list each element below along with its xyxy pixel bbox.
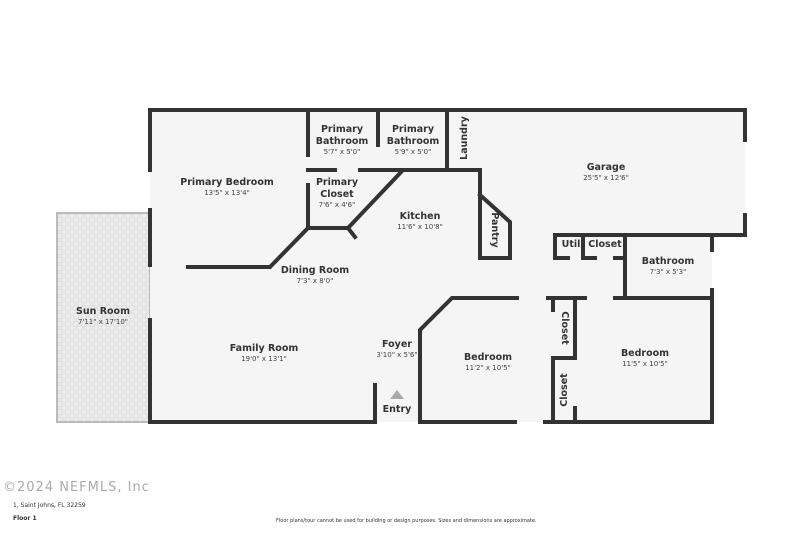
room-dims: 5'9" x 5'0" [394,148,432,156]
room-pantry: Pantry [489,212,500,248]
room-name: Primary Closet [315,177,359,200]
room-dims: 11'2" x 10'5" [465,364,511,372]
room-name: Bathroom [641,256,695,267]
room-entry: Entry [382,404,412,415]
room-laundry: Laundry [459,116,470,160]
room-name: Primary Bathroom [315,124,369,147]
room-closet-bedroom-1: Closet [559,311,570,345]
room-name: Primary Bedroom [180,177,274,188]
floor-label: Floor 1 [13,515,37,522]
room-name: Kitchen [399,211,441,222]
walls [148,108,747,424]
room-dims: 7'11" x 17'10" [77,318,129,326]
room-dims: 7'6" x 4'6" [318,201,356,209]
room-name: Primary Bathroom [386,124,440,147]
room-dims: 11'6" x 10'8" [397,223,443,231]
room-name: Foyer [382,339,412,350]
main-floor [150,110,745,422]
room-dims: 7'3" x 8'0" [296,277,334,285]
room-dims: 3'10" x 5'6" [376,351,418,359]
entry-arrow-icon [390,390,404,399]
room-dims: 19'0" x 13'1" [241,355,287,363]
address: 1, Saint Johns, FL 32259 [13,502,86,509]
watermark: ©2024 NEFMLS, Inc [3,480,150,495]
room-dims: 7'3" x 5'3" [649,268,687,276]
disclaimer: Floor plans/tour cannot be used for buil… [276,518,537,524]
room-name: Bedroom [463,352,513,363]
room-closet-bedroom-2: Closet [559,373,570,407]
room-closet-hall: Closet [588,239,622,250]
room-dims: 5'7" x 5'0" [323,148,361,156]
room-name: Family Room [229,343,299,354]
room-name: Dining Room [280,265,350,276]
room-dims: 25'5" x 12'6" [583,174,629,182]
room-name: Bedroom [620,348,670,359]
room-dims: 13'5" x 13'4" [204,189,250,197]
room-util: Util [561,239,581,250]
sun-room-floor [56,212,151,423]
room-name: Garage [586,162,626,173]
room-dims: 11'5" x 10'5" [622,360,668,368]
room-name: Sun Room [76,306,130,317]
